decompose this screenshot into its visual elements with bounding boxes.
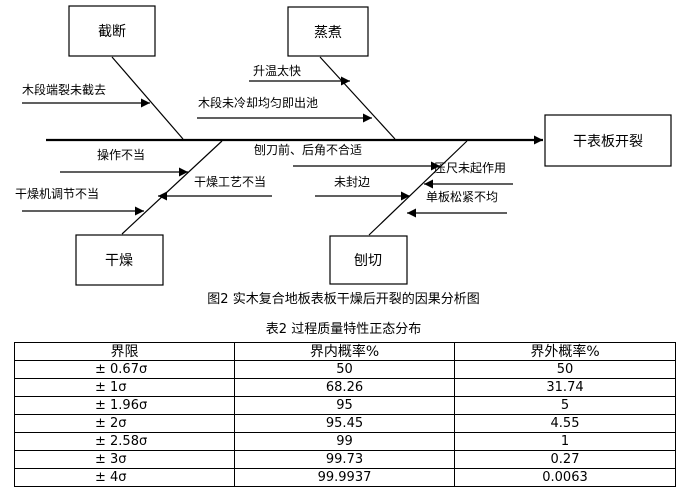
cell-outside-prob: 50 bbox=[454, 360, 676, 379]
cell-bound: ± 1.96σ bbox=[14, 396, 235, 415]
category-box-ganzao bbox=[75, 234, 164, 286]
cell-bound: ± 0.67σ bbox=[14, 360, 235, 379]
cell-bound: ± 2σ bbox=[14, 414, 235, 433]
cell-bound: ± 2.58σ bbox=[14, 432, 235, 451]
cell-bound: ± 1σ bbox=[14, 378, 235, 397]
category-box-jieduan bbox=[68, 5, 156, 57]
category-label-baoqie: 刨切 bbox=[354, 253, 382, 269]
category-label-zhengzhu: 蒸煮 bbox=[314, 25, 342, 41]
cell-bound: ± 4σ bbox=[14, 468, 235, 487]
effect-label: 干表板开裂 bbox=[573, 134, 643, 150]
table-row: ± 2.58σ 99 1 bbox=[14, 432, 676, 451]
cause-label-baoqie-3: 未封边 bbox=[334, 175, 370, 189]
table-row: ± 1.96σ 95 5 bbox=[14, 396, 676, 415]
category-box-zhengzhu bbox=[287, 6, 369, 57]
cell-bound: ± 3σ bbox=[14, 450, 235, 469]
table-row: ± 3σ 99.73 0.27 bbox=[14, 450, 676, 469]
cell-inside-prob: 50 bbox=[234, 360, 455, 379]
cell-outside-prob: 0.0063 bbox=[454, 468, 676, 487]
cell-outside-prob: 31.74 bbox=[454, 378, 676, 397]
table-header-row: 界限 界内概率% 界外概率% bbox=[14, 342, 676, 361]
cell-outside-prob: 5 bbox=[454, 396, 676, 415]
cell-inside-prob: 95.45 bbox=[234, 414, 455, 433]
cause-label-ganzao-3: 干燥工艺不当 bbox=[194, 175, 266, 189]
cell-outside-prob: 4.55 bbox=[454, 414, 676, 433]
cause-label-baoqie-2: 压尺未起作用 bbox=[434, 161, 506, 175]
table-row: ± 2σ 95.45 4.55 bbox=[14, 414, 676, 433]
cause-label-zhengzhu-2: 木段未冷却均匀即出池 bbox=[198, 95, 318, 110]
cause-label-ganzao-1: 操作不当 bbox=[97, 147, 145, 162]
category-box-baoqie bbox=[329, 235, 408, 285]
bone-jieduan bbox=[111, 56, 184, 140]
cause-label-jieduan-1: 木段端裂未截去 bbox=[22, 82, 106, 97]
cell-inside-prob: 68.26 bbox=[234, 378, 455, 397]
cause-effect-diagram: 干表板开裂 截断 蒸煮 干燥 刨切 木段端裂未截去 升温太快 木段未冷却均匀即出… bbox=[15, 5, 672, 286]
table-caption: 表2 过程质量特性正态分布 bbox=[265, 322, 422, 337]
cell-outside-prob: 1 bbox=[454, 432, 676, 451]
header-outside-prob: 界外概率% bbox=[454, 342, 676, 361]
cell-outside-prob: 0.27 bbox=[454, 450, 676, 469]
normal-distribution-table: 界限 界内概率% 界外概率% ± 0.67σ 50 50 ± 1σ 68.26 … bbox=[14, 342, 676, 487]
cell-inside-prob: 99.9937 bbox=[234, 468, 455, 487]
bone-baoqie bbox=[368, 140, 468, 236]
header-bound: 界限 bbox=[14, 342, 235, 361]
bone-zhengzhu bbox=[319, 56, 396, 140]
cell-inside-prob: 99.73 bbox=[234, 450, 455, 469]
cell-inside-prob: 99 bbox=[234, 432, 455, 451]
cause-label-baoqie-4: 单板松紧不均 bbox=[426, 190, 498, 204]
table-row: ± 1σ 68.26 31.74 bbox=[14, 378, 676, 397]
table-row: ± 0.67σ 50 50 bbox=[14, 360, 676, 379]
cell-inside-prob: 95 bbox=[234, 396, 455, 415]
category-label-ganzao: 干燥 bbox=[105, 253, 133, 269]
category-label-jieduan: 截断 bbox=[98, 24, 126, 40]
table-row: ± 4σ 99.9937 0.0063 bbox=[14, 468, 676, 487]
header-inside-prob: 界内概率% bbox=[234, 342, 455, 361]
figure-caption: 图2 实木复合地板表板干燥后开裂的因果分析图 bbox=[207, 292, 480, 307]
cause-label-ganzao-2: 干燥机调节不当 bbox=[15, 187, 99, 201]
cause-label-baoqie-1: 刨刀前、后角不合适 bbox=[254, 142, 362, 157]
cause-label-zhengzhu-1: 升温太快 bbox=[253, 63, 301, 78]
bone-ganzao bbox=[121, 140, 223, 235]
effect-box bbox=[544, 114, 672, 167]
